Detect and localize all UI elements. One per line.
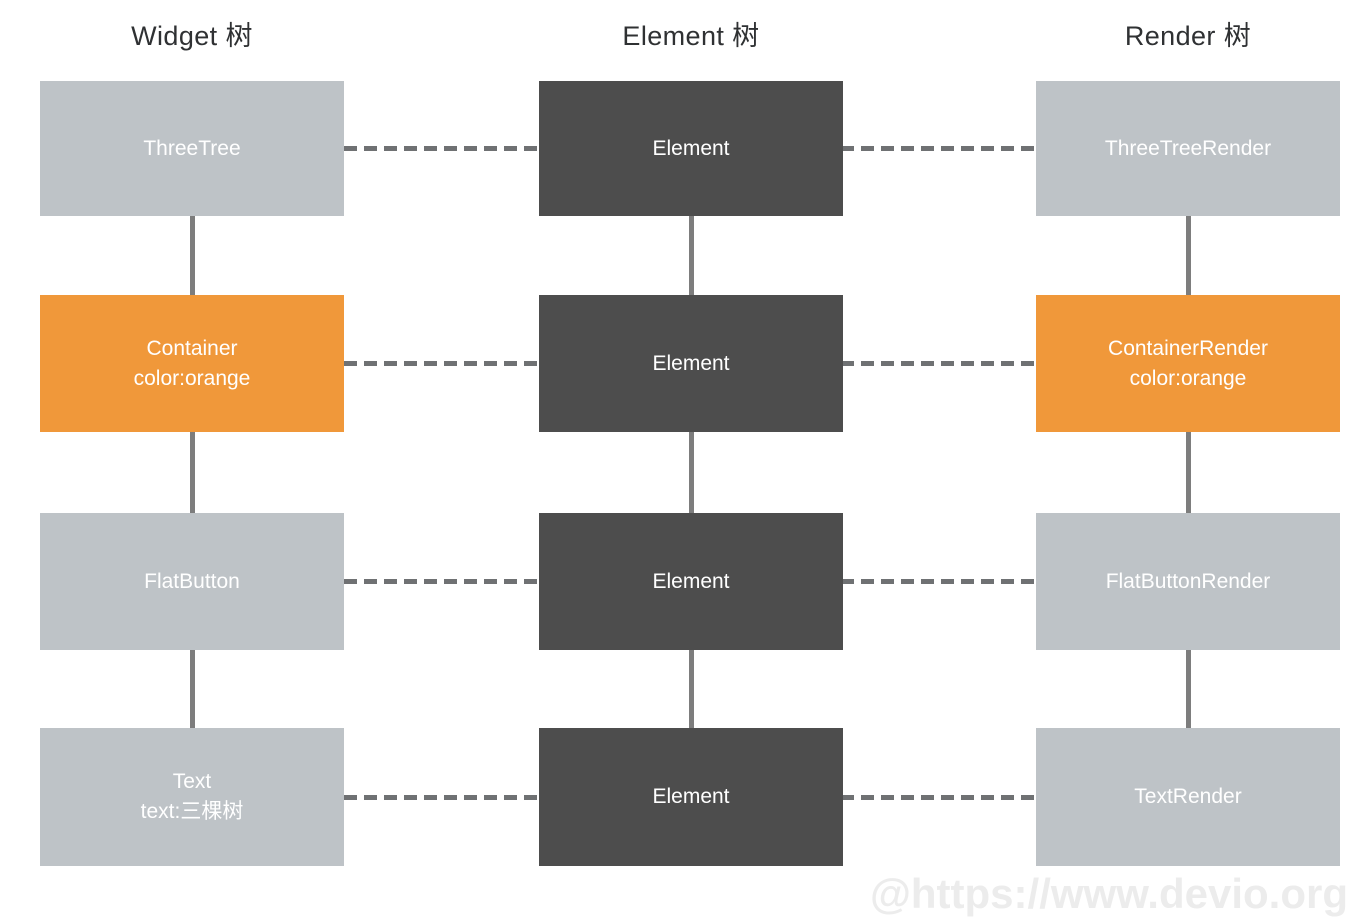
dashed-link-element-render-row1 (841, 146, 1037, 151)
node-label-primary: TextRender (1134, 785, 1242, 808)
connector-element-3-4 (689, 650, 694, 729)
node-widget-flatbutton[interactable]: FlatButton (40, 513, 344, 650)
node-element-3[interactable]: Element (539, 513, 843, 650)
node-render-containerrender[interactable]: ContainerRender color:orange (1036, 295, 1340, 432)
connector-widget-3-4 (190, 650, 195, 729)
watermark-url: @https://www.devio.org (869, 870, 1348, 917)
dashed-link-element-render-row4 (841, 795, 1037, 800)
node-render-flatbuttonrender[interactable]: FlatButtonRender (1036, 513, 1340, 650)
node-label-primary: ThreeTreeRender (1104, 136, 1272, 160)
node-label-secondary: color:orange (1129, 366, 1247, 390)
connector-widget-1-2 (190, 216, 195, 296)
connector-render-3-4 (1186, 650, 1191, 729)
node-render-threetreerender[interactable]: ThreeTreeRender (1036, 81, 1340, 216)
column-heading-widget: Widget 树 (131, 21, 253, 51)
dashed-link-element-render-row2 (841, 361, 1037, 366)
node-element-4[interactable]: Element (539, 728, 843, 866)
connector-render-2-3 (1186, 432, 1191, 514)
dashed-link-widget-element-row4 (344, 795, 540, 800)
node-element-1[interactable]: Element (539, 81, 843, 216)
connector-widget-2-3 (190, 432, 195, 514)
node-label-secondary: text:三棵树 (140, 800, 244, 823)
node-label-secondary: color:orange (133, 366, 251, 390)
node-element-2[interactable]: Element (539, 295, 843, 432)
dashed-link-element-render-row3 (841, 579, 1037, 584)
connector-render-1-2 (1186, 216, 1191, 296)
dashed-link-widget-element-row3 (344, 579, 540, 584)
node-widget-container[interactable]: Container color:orange (40, 295, 344, 432)
node-label-primary: Element (652, 569, 730, 593)
node-render-textrender[interactable]: TextRender (1036, 728, 1340, 866)
column-heading-element: Element 树 (622, 21, 760, 51)
node-label-primary: Element (652, 351, 730, 375)
node-label-primary: ContainerRender (1108, 336, 1268, 360)
connector-element-1-2 (689, 216, 694, 296)
column-heading-render: Render 树 (1124, 21, 1252, 51)
node-label-primary: FlatButton (144, 569, 240, 593)
dashed-link-widget-element-row2 (344, 361, 540, 366)
node-label-primary: Element (652, 785, 730, 808)
node-widget-text[interactable]: Text text:三棵树 (40, 728, 344, 866)
dashed-link-widget-element-row1 (344, 146, 540, 151)
node-label-primary: Text (172, 770, 212, 793)
node-label-primary: FlatButtonRender (1105, 569, 1271, 593)
node-label-primary: ThreeTree (143, 136, 241, 160)
node-widget-threetree[interactable]: ThreeTree (40, 81, 344, 216)
connector-element-2-3 (689, 432, 694, 514)
node-label-primary: Container (146, 336, 238, 360)
node-label-primary: Element (652, 136, 730, 160)
